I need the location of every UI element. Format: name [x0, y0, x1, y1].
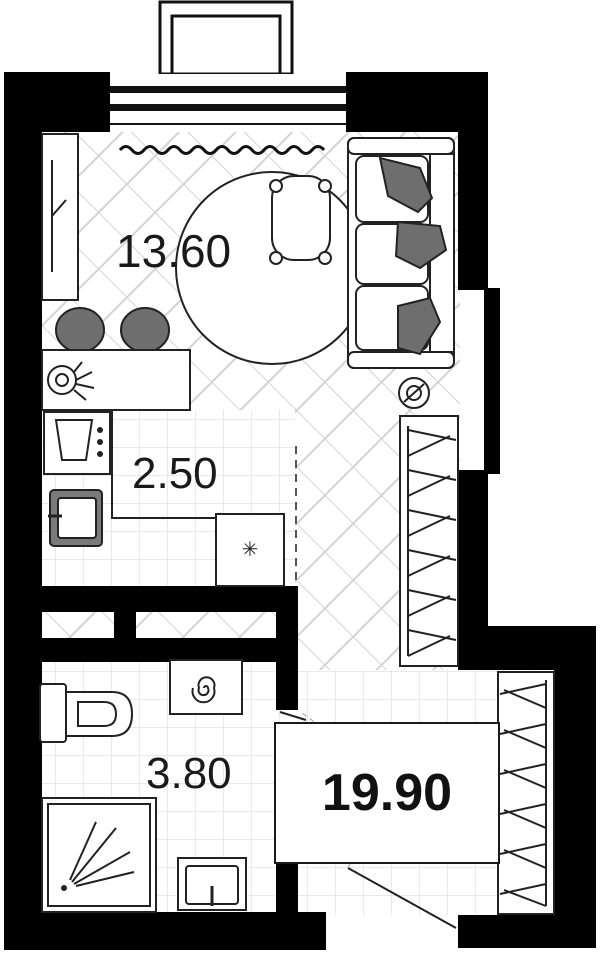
stove: [43, 411, 111, 475]
hall-wardrobe: [497, 671, 555, 915]
bar-stools: [55, 307, 170, 353]
sofa: [347, 137, 455, 369]
kitchen-counter: [111, 410, 218, 519]
total-area-box: 19.90: [274, 722, 500, 864]
plant-icon: [47, 361, 95, 401]
walls: [4, 72, 596, 950]
total-area-label: 19.90: [321, 764, 453, 822]
bathroom-area-label: 3.80: [146, 749, 232, 798]
window: [108, 74, 348, 132]
fan-icon: [398, 377, 430, 409]
curtain: [118, 145, 326, 155]
bar-counter: [41, 349, 191, 411]
dining-set: [175, 171, 369, 365]
spiral-icon: [191, 676, 216, 704]
wall-cabinet: [41, 133, 79, 301]
bathroom-sink: [177, 857, 247, 911]
kitchen-sink: [48, 489, 103, 547]
wardrobe: [399, 415, 459, 667]
fridge: ✳: [215, 513, 285, 587]
kitchen-area-label: 2.50: [132, 449, 218, 498]
shower-icon: [41, 797, 157, 913]
main-room-area-label: 13.60: [116, 225, 232, 277]
washing-machine: [169, 659, 243, 715]
toilet: [39, 683, 134, 743]
balcony: [158, 0, 294, 76]
asterisk-icon: ✳: [242, 537, 259, 561]
